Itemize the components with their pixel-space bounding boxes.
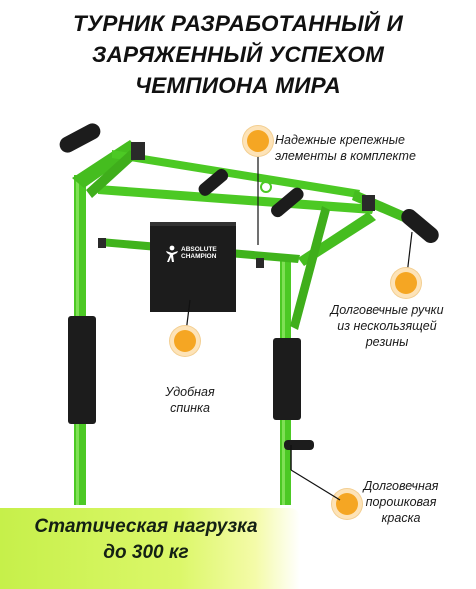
- callout-paint-line-3: краска: [381, 511, 421, 525]
- mount-bracket-left: [131, 142, 145, 160]
- backpad-logo-line-1: ABSOLUTE: [181, 246, 217, 253]
- middle-grip-1: [198, 168, 229, 196]
- mount-bracket-right: [362, 195, 375, 211]
- right-post-pad: [273, 338, 301, 420]
- backpad-logo-text: ABSOLUTE CHAMPION: [181, 246, 217, 260]
- load-banner: [0, 508, 300, 589]
- callout-grips-line-3: резины: [365, 335, 409, 349]
- title-line-1: ТУРНИК РАЗРАБОТАННЫЙ И: [72, 11, 404, 36]
- callout-grips-line-2: из нескользящей: [337, 319, 437, 333]
- callout-backrest: Удобная спинка: [150, 384, 230, 416]
- top-rail-back: [112, 150, 360, 198]
- left-brace: [86, 150, 136, 198]
- title-line-2: ЗАРЯЖЕННЫЙ УСПЕХОМ: [91, 42, 385, 67]
- title-line-3: ЧЕМПИОНА МИРА: [135, 73, 341, 98]
- callout-paint-line-2: порошковая: [365, 495, 437, 509]
- callout-backrest-line-2: спинка: [170, 401, 210, 415]
- callout-dot-grips: [395, 272, 417, 294]
- callout-dot-paint: [336, 493, 358, 515]
- callout-grips: Долговечные ручки из нескользящей резины: [312, 302, 462, 350]
- callout-dot-backrest: [174, 330, 196, 352]
- callout-dot-mounts: [247, 130, 269, 152]
- callout-grips-line-1: Долговечные ручки: [330, 303, 444, 317]
- hook-loop: [260, 181, 272, 193]
- callout-backrest-line-1: Удобная: [165, 385, 215, 399]
- backpad-logo-line-2: CHAMPION: [181, 253, 217, 260]
- load-banner-line-1: Статическая нагрузка: [34, 516, 258, 537]
- back-pad: [150, 222, 236, 312]
- callout-paint-line-1: Долговечная: [363, 479, 439, 493]
- brand-logo-icon: [166, 245, 178, 262]
- callout-mounts-line-2: элементы в комплекте: [275, 149, 416, 163]
- left-grip: [59, 123, 101, 153]
- product-title: ТУРНИК РАЗРАБОТАННЫЙ И ЗАРЯЖЕННЫЙ УСПЕХО…: [0, 8, 476, 101]
- callout-mounts: Надежные крепежные элементы в комплекте: [275, 132, 416, 164]
- load-banner-line-2: до 300 кг: [103, 542, 189, 563]
- right-grip: [401, 209, 439, 243]
- top-rail-front: [98, 185, 375, 214]
- middle-grip-2: [271, 187, 304, 218]
- callout-paint: Долговечная порошковая краска: [357, 478, 445, 526]
- left-post-pad: [68, 316, 96, 424]
- load-banner-text: Статическая нагрузка до 300 кг: [16, 514, 276, 566]
- callout-mounts-line-1: Надежные крепежные: [275, 133, 405, 147]
